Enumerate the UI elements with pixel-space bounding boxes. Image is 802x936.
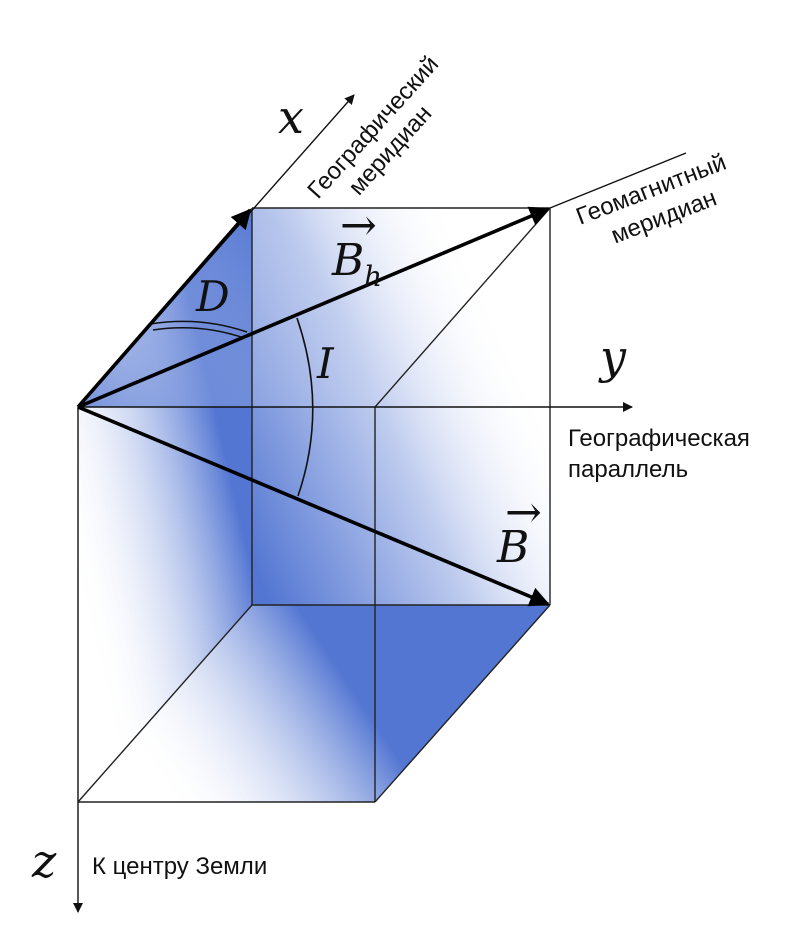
- z-axis-label: К центру Земли: [92, 853, 267, 880]
- y-axis-symbol: y: [598, 330, 627, 384]
- inclination-label: I: [316, 339, 335, 388]
- declination-arc-outer: [149, 320, 248, 333]
- total-field-vector: [77, 405, 550, 607]
- y-axis-label-line1: Географическая: [568, 425, 750, 452]
- horizontal-vector-label: B h →: [331, 200, 382, 293]
- svg-text:B: B: [331, 235, 364, 286]
- z-axis-symbol: z: [31, 834, 57, 888]
- magnetic-meridian-line: [549, 152, 687, 209]
- x-axis-symbol: x: [278, 90, 304, 144]
- x-component-vector: [76, 208, 252, 409]
- y-axis-label-line2: параллель: [568, 456, 688, 483]
- horizontal-component-vector: [77, 206, 550, 409]
- svg-text:→: →: [505, 487, 542, 538]
- total-vector-label: B →: [496, 487, 542, 573]
- inclination-arc: [296, 317, 314, 497]
- box-edges: [77, 207, 551, 803]
- shaded-bottom-face: [78, 605, 550, 802]
- svg-text:B: B: [496, 522, 529, 573]
- svg-text:h: h: [364, 260, 382, 293]
- declination-label: D: [195, 272, 230, 321]
- svg-text:→: →: [340, 200, 377, 251]
- declination-arc-inner: [152, 327, 245, 339]
